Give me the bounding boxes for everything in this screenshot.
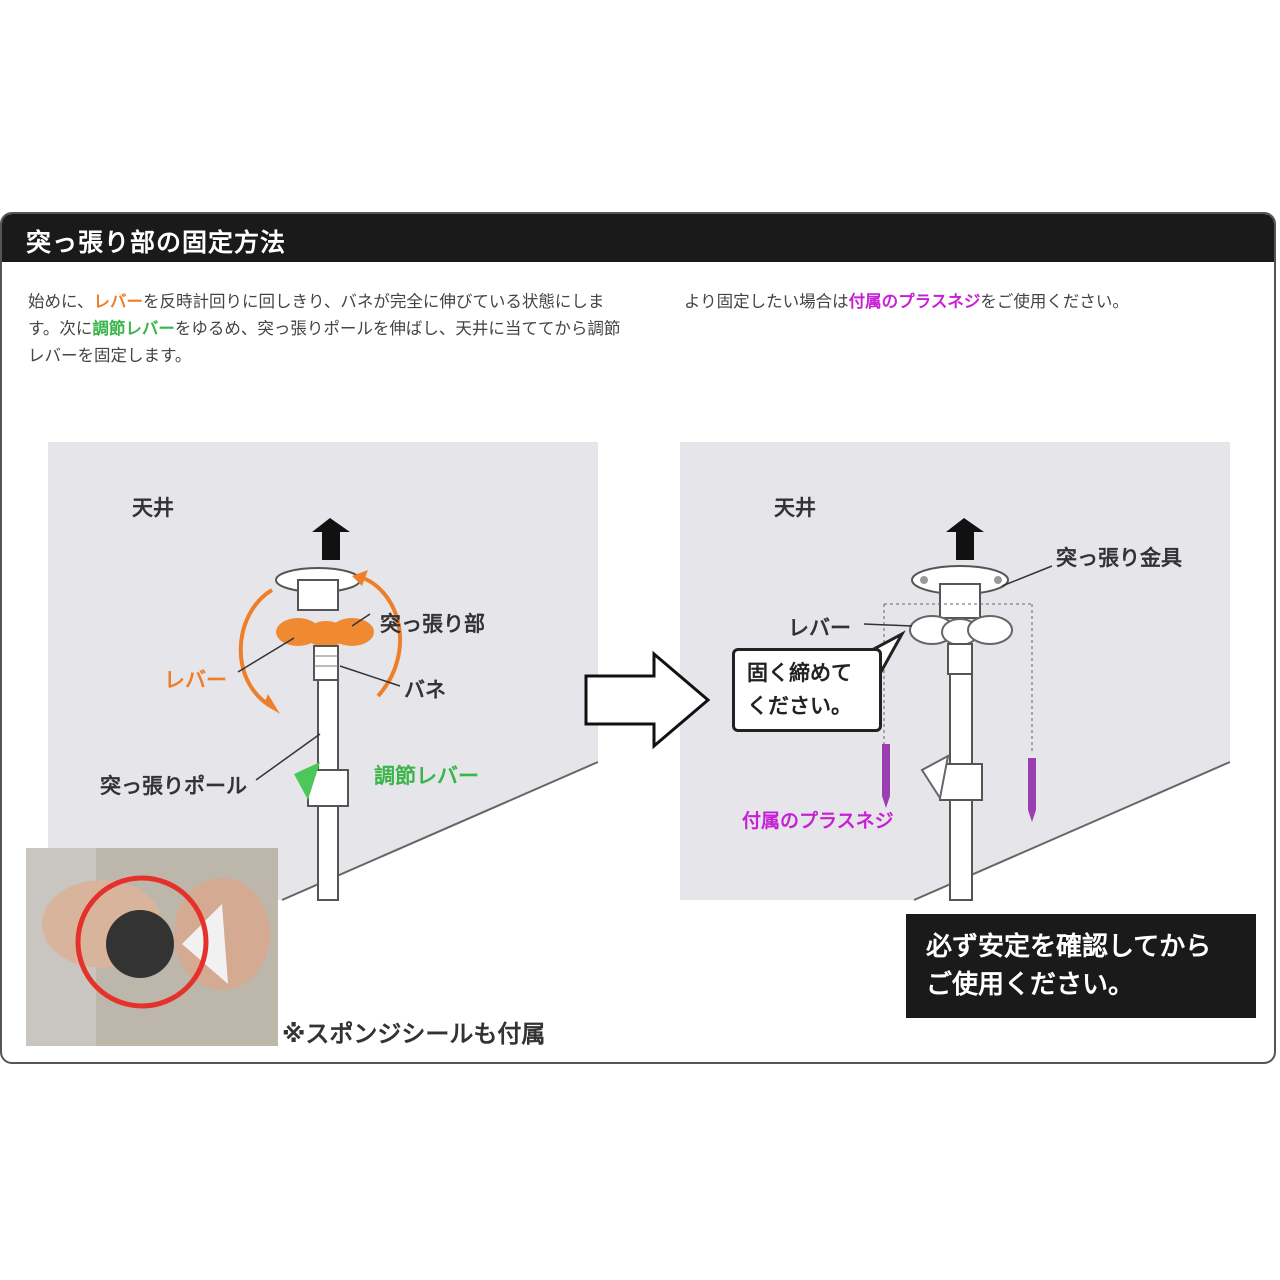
plate-block-left — [297, 579, 339, 611]
diagram-illustration — [26, 518, 1231, 1046]
ceiling-label-right: 天井 — [774, 496, 816, 520]
fitting-label: 突っ張り金具 — [1056, 546, 1182, 570]
spring-left — [313, 645, 339, 681]
tighten-bubble: 固く締めて ください。 — [732, 648, 882, 732]
spring-label: バネ — [404, 678, 446, 702]
next-arrow-icon — [584, 650, 711, 750]
sponge-note: ※スポンジシールも付属 — [282, 1020, 546, 1048]
screw-label: 付属のプラスネジ — [742, 810, 894, 832]
rotation-arrow-right — [357, 574, 403, 698]
lever-highlight: レバー — [93, 292, 144, 311]
left-description: 始めに、レバーを反時計回りに回しきり、バネが完全に伸びている状態にします。次に調… — [28, 292, 621, 365]
pole-label: 突っ張りポール — [100, 774, 247, 798]
rotation-arrow-left — [238, 588, 275, 710]
adjust-lever-highlight: 調節レバー — [92, 319, 175, 338]
header-bar: 突っ張り部の固定方法 — [2, 214, 1274, 262]
lever-label-right: レバー — [788, 616, 851, 640]
instruction-card: 突っ張り部の固定方法 始めに、レバーを反時計回りに回しきり、バネが完全に伸びてい… — [0, 212, 1276, 1064]
right-description: より固定したい場合は付属のプラスネジをご使用ください。 — [684, 292, 1129, 311]
adjust-lever-green — [294, 762, 320, 800]
lever-label-left: レバー — [164, 668, 227, 692]
sponge-photo — [26, 848, 278, 1046]
screw-right-icon — [1028, 758, 1036, 810]
warning-box: 必ず安定を確認してから ご使用ください。 — [906, 914, 1256, 1018]
tension-part-label: 突っ張り部 — [380, 612, 485, 636]
ceiling-label-left: 天井 — [132, 496, 174, 520]
screw-highlight: 付属のプラスネジ — [848, 292, 981, 311]
screw-left-icon — [882, 744, 890, 796]
lever-wing-right — [330, 618, 374, 646]
up-arrow-icon-right — [946, 518, 984, 560]
plate-block-right — [939, 583, 981, 619]
adjust-lever-label: 調節レバー — [374, 764, 479, 788]
page-title: 突っ張り部の固定方法 — [26, 228, 287, 257]
up-arrow-icon — [312, 518, 350, 560]
